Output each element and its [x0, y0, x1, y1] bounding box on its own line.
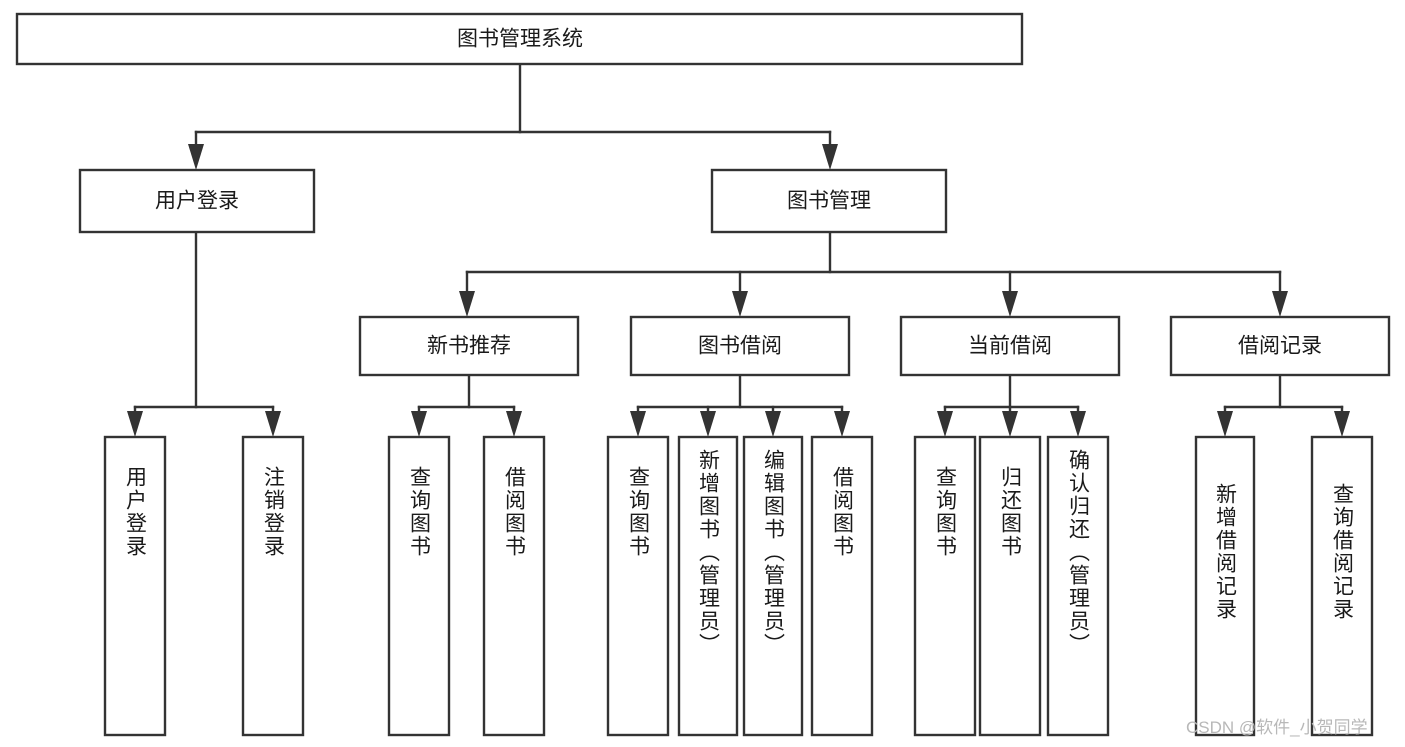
connector-newbook-to-leaves — [411, 373, 522, 437]
node-leaf-query-book-3-label: 查询图书 — [934, 466, 958, 558]
node-leaf-borrow-book-1-label: 借阅图书 — [503, 466, 527, 558]
node-leaf-edit-book[interactable]: 编辑图书（管理员） — [742, 435, 804, 737]
node-leaf-query-book-2[interactable]: 查询图书 — [606, 435, 670, 737]
csdn-watermark: CSDN @软件_小贺同学 — [1186, 718, 1368, 737]
connector-currentborrow-to-leaves — [937, 373, 1086, 437]
node-borrow-record[interactable]: 借阅记录 — [1169, 315, 1391, 377]
node-leaf-borrow-book-2[interactable]: 借阅图书 — [810, 435, 874, 737]
node-leaf-borrow-book-2-label: 借阅图书 — [831, 466, 855, 558]
node-leaf-user-login[interactable]: 用户登录 — [103, 435, 167, 737]
node-leaf-add-book-label: 新增图书（管理员） — [697, 449, 721, 656]
node-root-label: 图书管理系统 — [457, 28, 583, 51]
node-current-borrow[interactable]: 当前借阅 — [899, 315, 1121, 377]
node-user-login[interactable]: 用户登录 — [78, 168, 316, 234]
connector-bookmanage-to-level3 — [459, 230, 1288, 317]
node-leaf-confirm-return[interactable]: 确认归还（管理员） — [1046, 435, 1110, 737]
node-leaf-edit-book-label: 编辑图书（管理员） — [762, 449, 786, 656]
connector-root-to-level2 — [188, 62, 838, 170]
node-book-manage-label: 图书管理 — [787, 190, 871, 213]
node-leaf-query-book-3[interactable]: 查询图书 — [913, 435, 977, 737]
node-leaf-query-book-1[interactable]: 查询图书 — [387, 435, 451, 737]
node-new-book-recommend[interactable]: 新书推荐 — [358, 315, 580, 377]
node-leaf-add-record[interactable]: 新增借阅记录 — [1194, 435, 1256, 737]
node-leaf-query-record[interactable]: 查询借阅记录 — [1310, 435, 1374, 737]
node-leaf-confirm-return-label: 确认归还（管理员） — [1067, 449, 1091, 656]
connector-bookborrow-to-leaves — [630, 373, 850, 437]
node-leaf-user-login-label: 用户登录 — [124, 466, 148, 558]
node-current-borrow-label: 当前借阅 — [968, 335, 1052, 358]
node-leaf-query-book-2-label: 查询图书 — [627, 466, 651, 558]
node-new-book-recommend-label: 新书推荐 — [427, 335, 511, 358]
node-leaf-query-book-1-label: 查询图书 — [408, 466, 432, 558]
node-user-login-label: 用户登录 — [155, 190, 239, 213]
node-leaf-add-book[interactable]: 新增图书（管理员） — [677, 435, 739, 737]
node-leaf-return-book[interactable]: 归还图书 — [978, 435, 1042, 737]
node-leaf-logout-login[interactable]: 注销登录 — [241, 435, 305, 737]
node-book-borrow-label: 图书借阅 — [698, 335, 782, 358]
node-leaf-borrow-book-1[interactable]: 借阅图书 — [482, 435, 546, 737]
node-borrow-record-label: 借阅记录 — [1238, 335, 1322, 358]
node-leaf-query-record-label: 查询借阅记录 — [1331, 483, 1355, 621]
node-root-system[interactable]: 图书管理系统 — [15, 12, 1024, 66]
node-leaf-return-book-label: 归还图书 — [999, 466, 1023, 558]
node-leaf-add-record-label: 新增借阅记录 — [1214, 483, 1238, 621]
node-book-manage[interactable]: 图书管理 — [710, 168, 948, 234]
connector-borrowrecord-to-leaves — [1217, 373, 1350, 437]
connector-userlogin-to-leaves — [127, 230, 281, 437]
node-leaf-logout-login-label: 注销登录 — [262, 466, 286, 558]
node-book-borrow[interactable]: 图书借阅 — [629, 315, 851, 377]
